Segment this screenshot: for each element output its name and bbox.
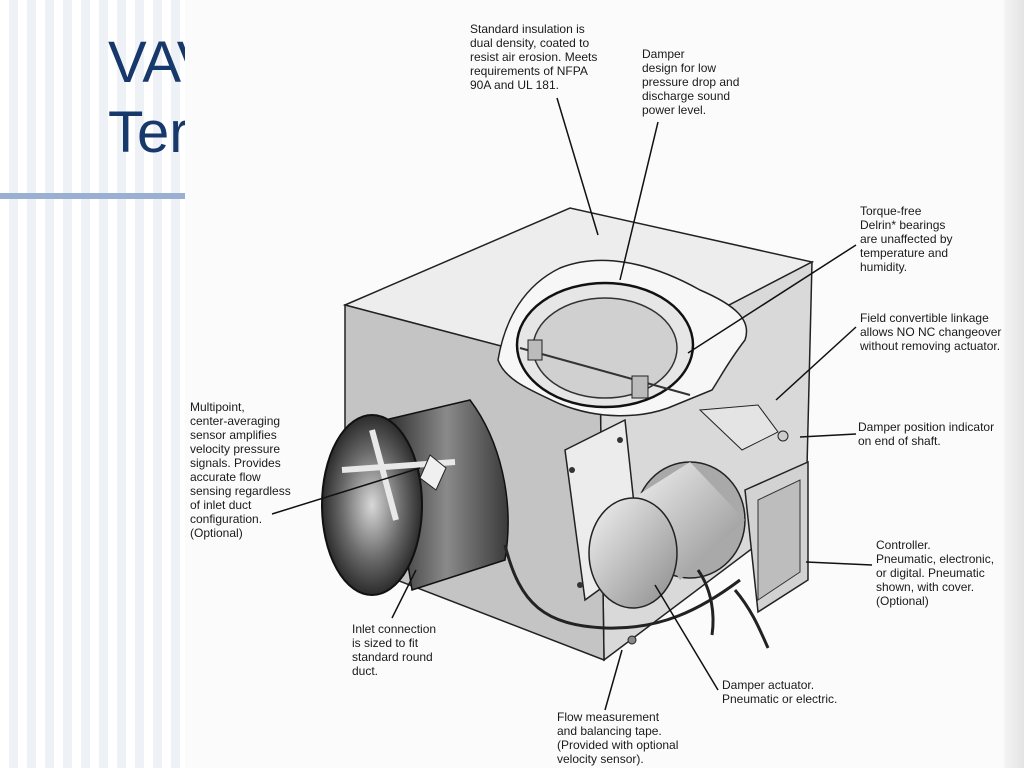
controller-front — [757, 479, 801, 601]
callout-position-indicator: Damper position indicator on end of shaf… — [858, 420, 995, 448]
linkage-arm — [698, 404, 779, 451]
pneumatic-tubing — [733, 589, 770, 649]
damper-shaft — [519, 347, 691, 396]
scan-edge-shadow — [1004, 0, 1024, 768]
callout-insulation: Standard insulation is dual density, coa… — [470, 22, 598, 92]
mount-bolt — [577, 582, 583, 588]
pneumatic-tubing — [503, 544, 741, 630]
pneumatic-tubing — [696, 569, 715, 636]
callout-bearings: Torque-free Delrin* bearings are unaffec… — [860, 204, 953, 274]
leader-insulation — [556, 97, 599, 236]
bearing-bracket-right — [631, 375, 649, 399]
callout-linkage: Field convertible linkage allows NO NC c… — [860, 311, 1002, 353]
leader-bearings — [687, 244, 857, 354]
leader-position-indicator — [799, 433, 857, 438]
callout-sensor: Multipoint, center-averaging sensor ampl… — [190, 400, 291, 540]
leader-flow-tape — [604, 649, 623, 711]
callout-controller: Controller. Pneumatic, electronic, or di… — [876, 538, 995, 608]
callout-flow-tape: Flow measurement and balancing tape. (Pr… — [557, 710, 679, 766]
damper-blade — [532, 297, 678, 399]
actuator-motor-body — [630, 462, 745, 580]
callout-inlet: Inlet connection is sized to fit standar… — [352, 622, 437, 678]
leader-lines — [271, 97, 873, 711]
actuator-motor-face — [588, 497, 678, 609]
leader-inlet — [391, 569, 417, 619]
bearing-bracket-left — [527, 339, 543, 361]
mount-bolt — [569, 467, 575, 473]
leader-actuator — [654, 584, 719, 691]
leader-sensor — [271, 467, 421, 515]
leader-linkage — [775, 326, 857, 401]
sensor-hub — [419, 454, 447, 491]
tube-fitting — [627, 635, 637, 645]
leader-controller — [805, 561, 873, 566]
inlet-duct-opening — [321, 414, 423, 596]
slide-stripe-background — [0, 0, 185, 768]
mount-bolt — [617, 437, 623, 443]
title-underline-rule — [0, 193, 185, 199]
callout-damper: Damper design for low pressure drop and … — [642, 47, 740, 117]
callout-actuator: Damper actuator. Pneumatic or electric. — [722, 678, 838, 706]
leader-damper — [619, 121, 659, 281]
position-indicator-knob — [777, 430, 789, 442]
sensor-arm-vertical — [369, 429, 399, 521]
